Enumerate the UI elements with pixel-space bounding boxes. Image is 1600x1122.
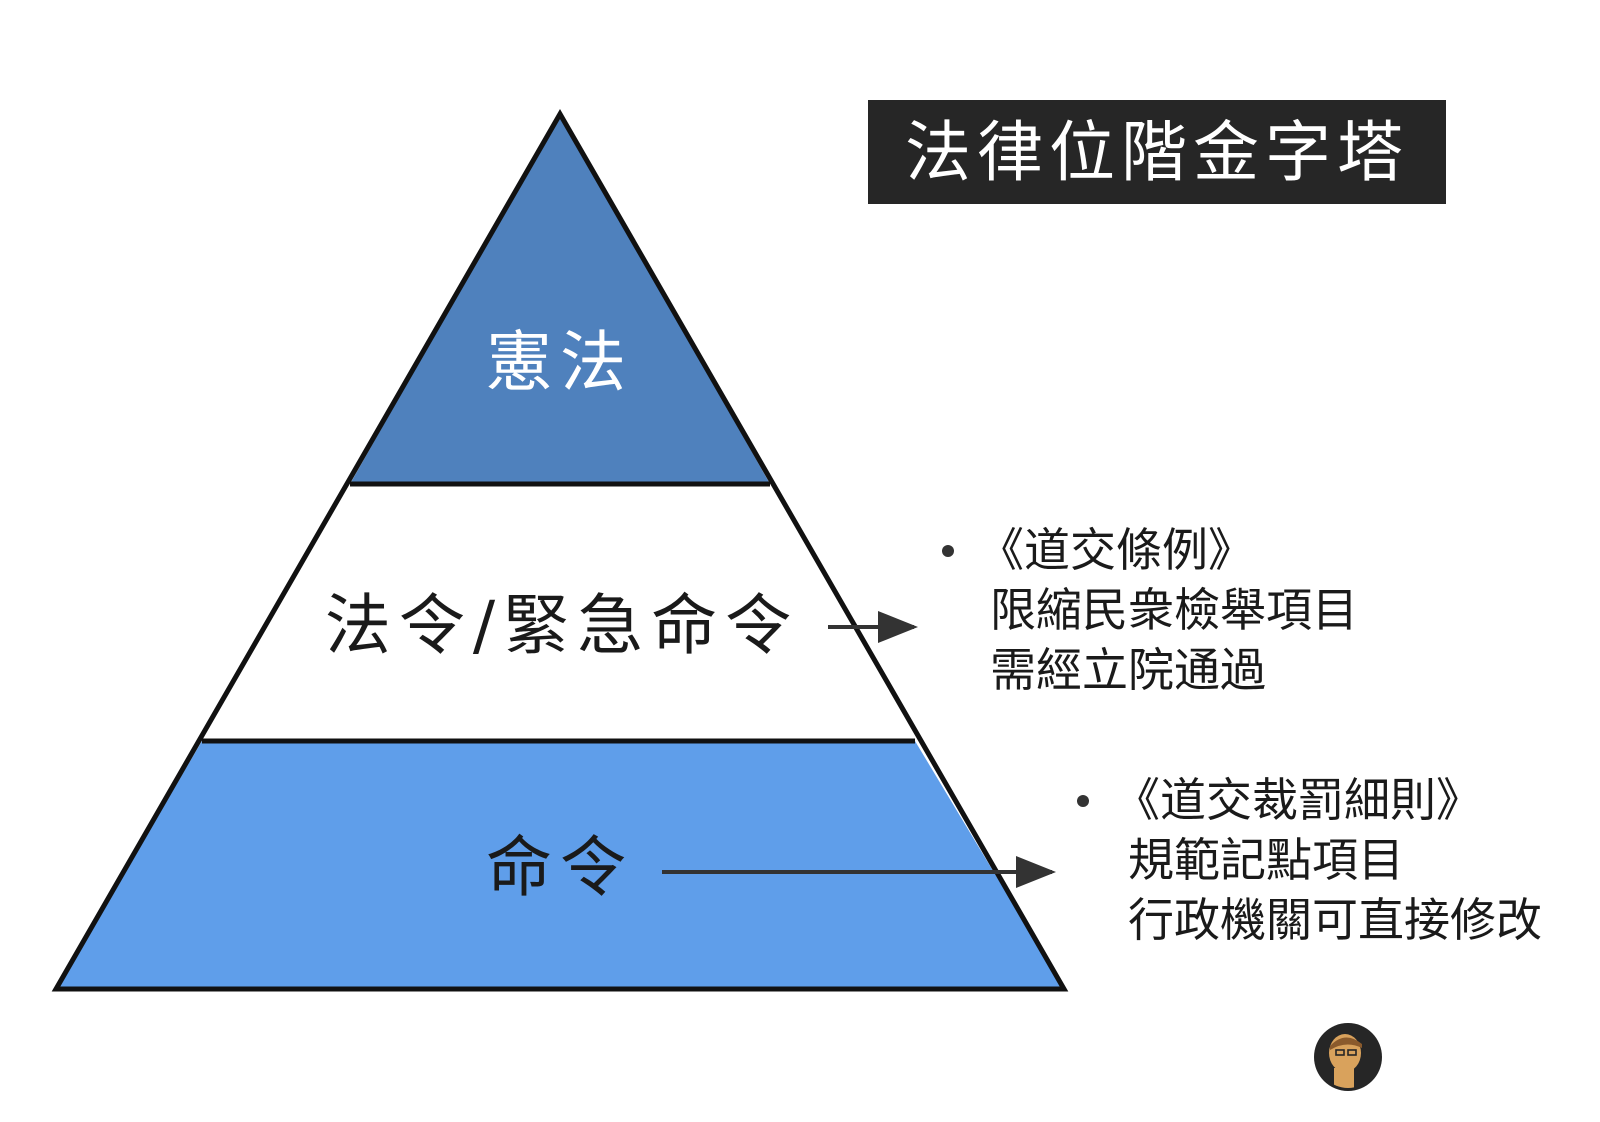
tier-label-orders: 命令 (486, 829, 634, 906)
tier-label-statutes: 法令/緊急命令 (325, 587, 799, 664)
note-statute-line-2: 限縮民衆檢舉項目 (990, 583, 1358, 637)
page-title: 法律位階金字塔 (905, 114, 1409, 191)
note-order-line-3: 行政機關可直接修改 (1128, 893, 1542, 947)
title-box (868, 100, 1446, 204)
note-bullet-statute (942, 545, 954, 557)
note-statute-line-1: 《道交條例》 (978, 523, 1254, 577)
tier-label-constitution: 憲法 (486, 324, 634, 401)
pyramid-tier-bottom (56, 741, 1064, 989)
pyramid-tier-middle (202, 484, 915, 741)
pyramid-tier-top (350, 114, 770, 484)
avatar-head-icon (1314, 1023, 1382, 1091)
note-order-line-1: 《道交裁罰細則》 (1114, 773, 1482, 827)
note-order-line-2: 規範記點項目 (1128, 833, 1404, 887)
pyramid-outline (51, 108, 1069, 992)
note-statute-line-3: 需經立院通過 (990, 643, 1266, 697)
note-bullet-order (1077, 795, 1089, 807)
